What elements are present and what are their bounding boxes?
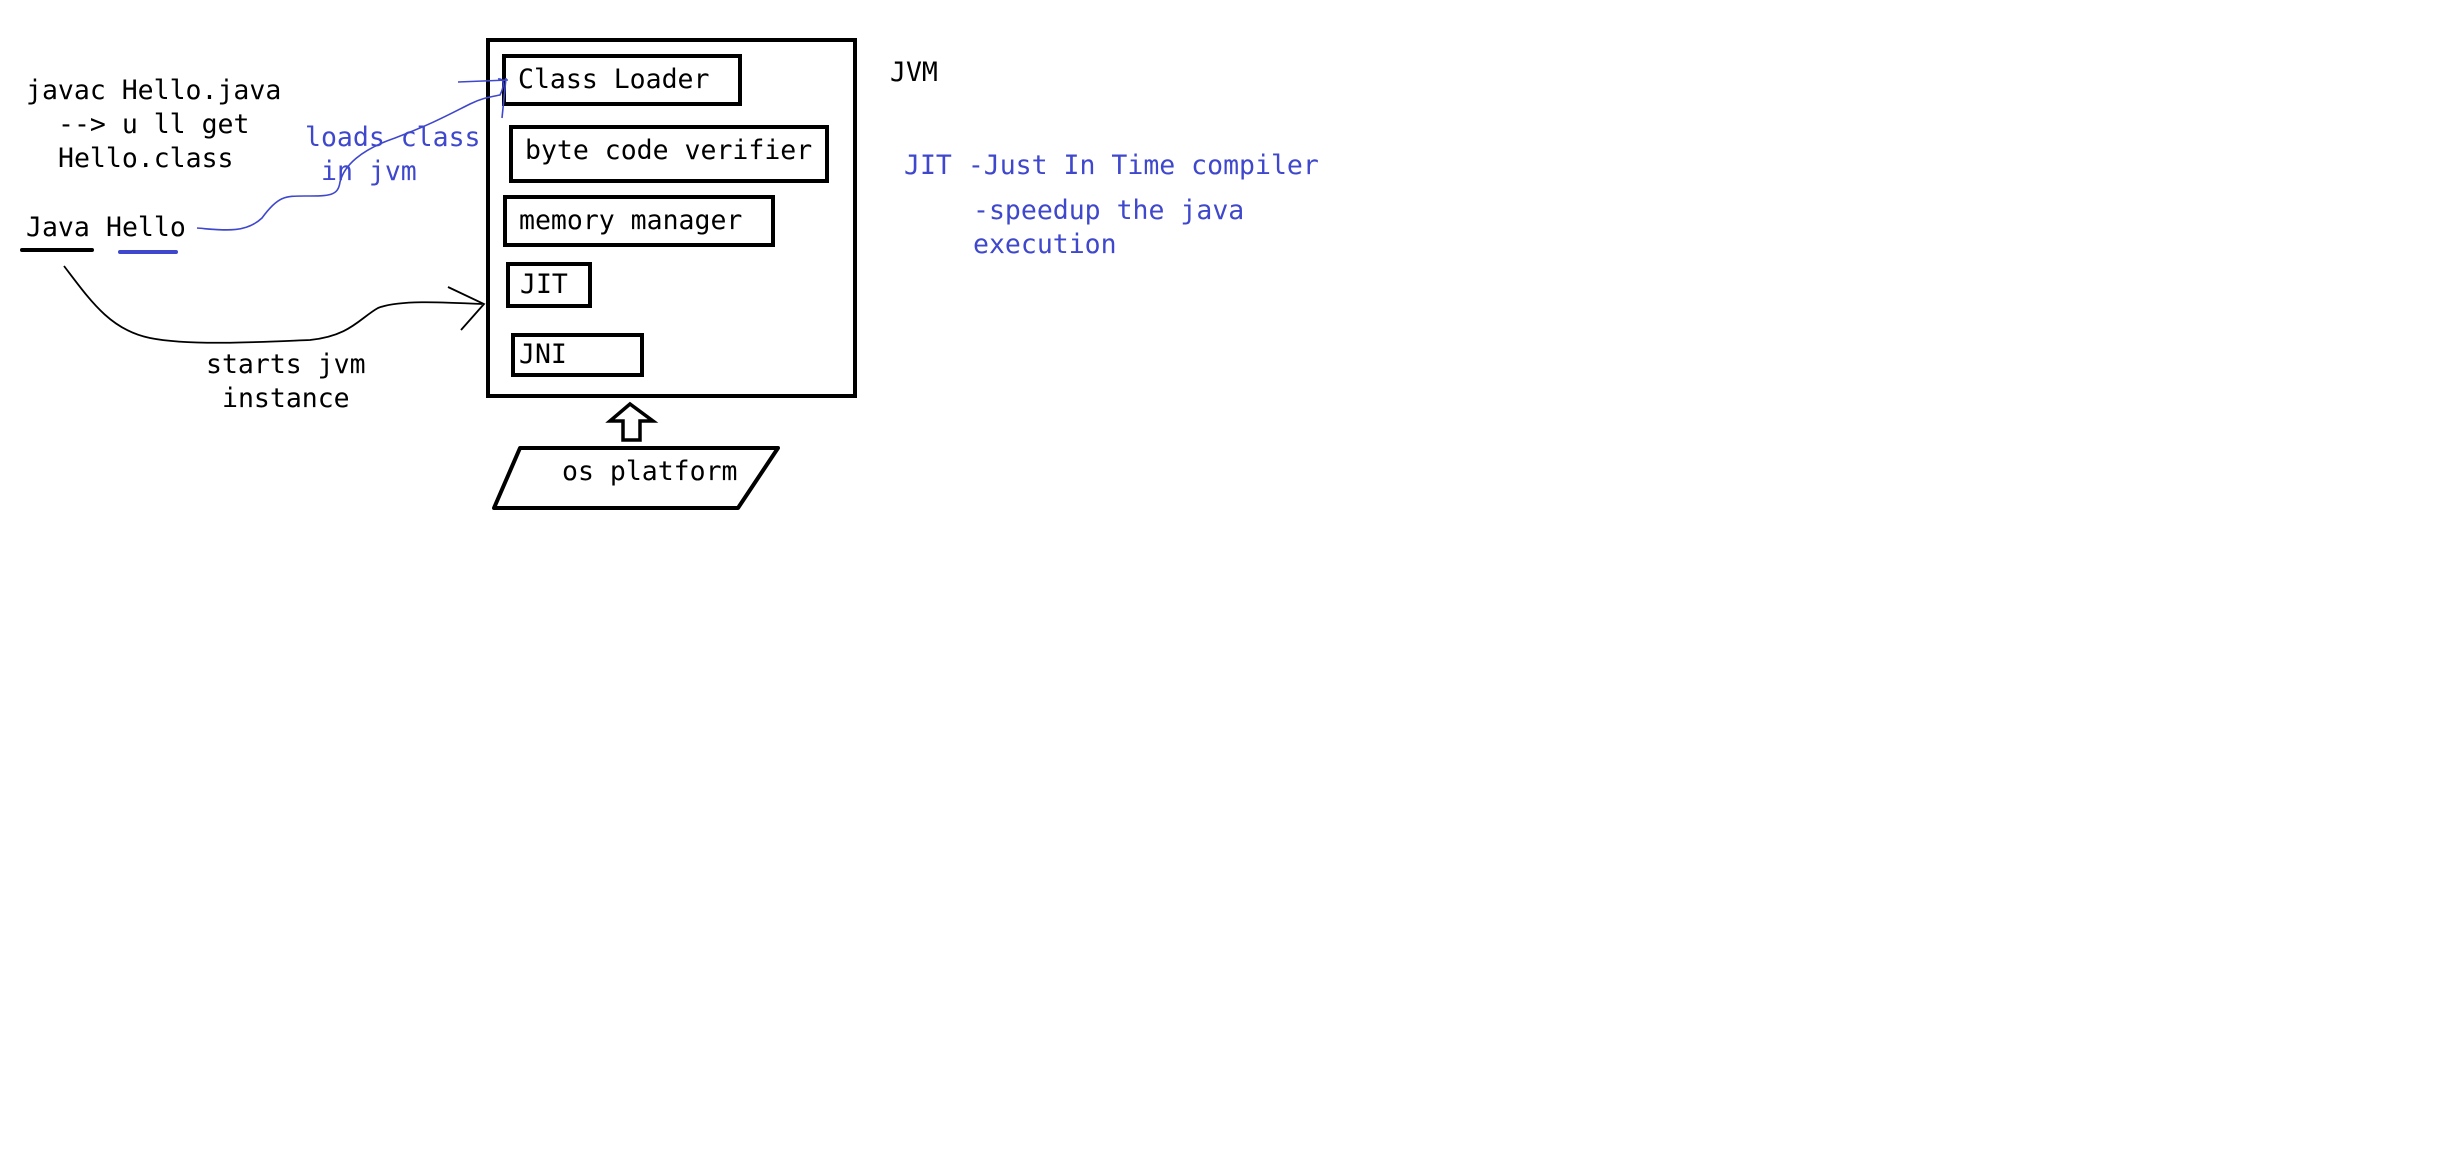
jit-note-line1: JIT -Just In Time compiler [904, 150, 1319, 181]
compile-note-line1: javac Hello.java [26, 75, 282, 106]
loads-class-connector-tip [457, 77, 509, 119]
memory-manager-box: memory manager [503, 195, 775, 247]
os-platform-label: os platform [562, 456, 738, 487]
run-command-hello: Hello [106, 212, 186, 243]
compile-note-line2: --> u ll get [58, 109, 250, 140]
jit-box: JIT [506, 262, 592, 308]
jit-note-line2: -speedup the java [973, 195, 1245, 226]
jit-note-line3: execution [973, 229, 1117, 260]
byte-code-verifier-label: byte code verifier [525, 135, 813, 166]
starts-jvm-note-line2: instance [222, 383, 350, 414]
run-command-java: Java [26, 212, 90, 243]
starts-jvm-note-line1: starts jvm [206, 349, 366, 380]
jvm-title: JVM [890, 57, 938, 88]
memory-manager-label: memory manager [519, 205, 743, 236]
starts-jvm-arrowhead-icon [447, 286, 486, 331]
starts-jvm-arrow [63, 265, 483, 344]
compile-note-line3: Hello.class [58, 143, 234, 174]
byte-code-verifier-box: byte code verifier [509, 125, 829, 183]
class-loader-label: Class Loader [518, 64, 710, 95]
jni-box: JNI [511, 333, 644, 377]
jit-label: JIT [520, 269, 568, 300]
loads-class-note-line2: in jvm [321, 156, 417, 187]
loads-class-connector [196, 78, 504, 231]
jni-label: JNI [519, 339, 567, 370]
hollow-up-arrow-icon [605, 401, 659, 442]
os-platform-parallelogram [492, 446, 780, 510]
jvm-box [486, 38, 857, 398]
